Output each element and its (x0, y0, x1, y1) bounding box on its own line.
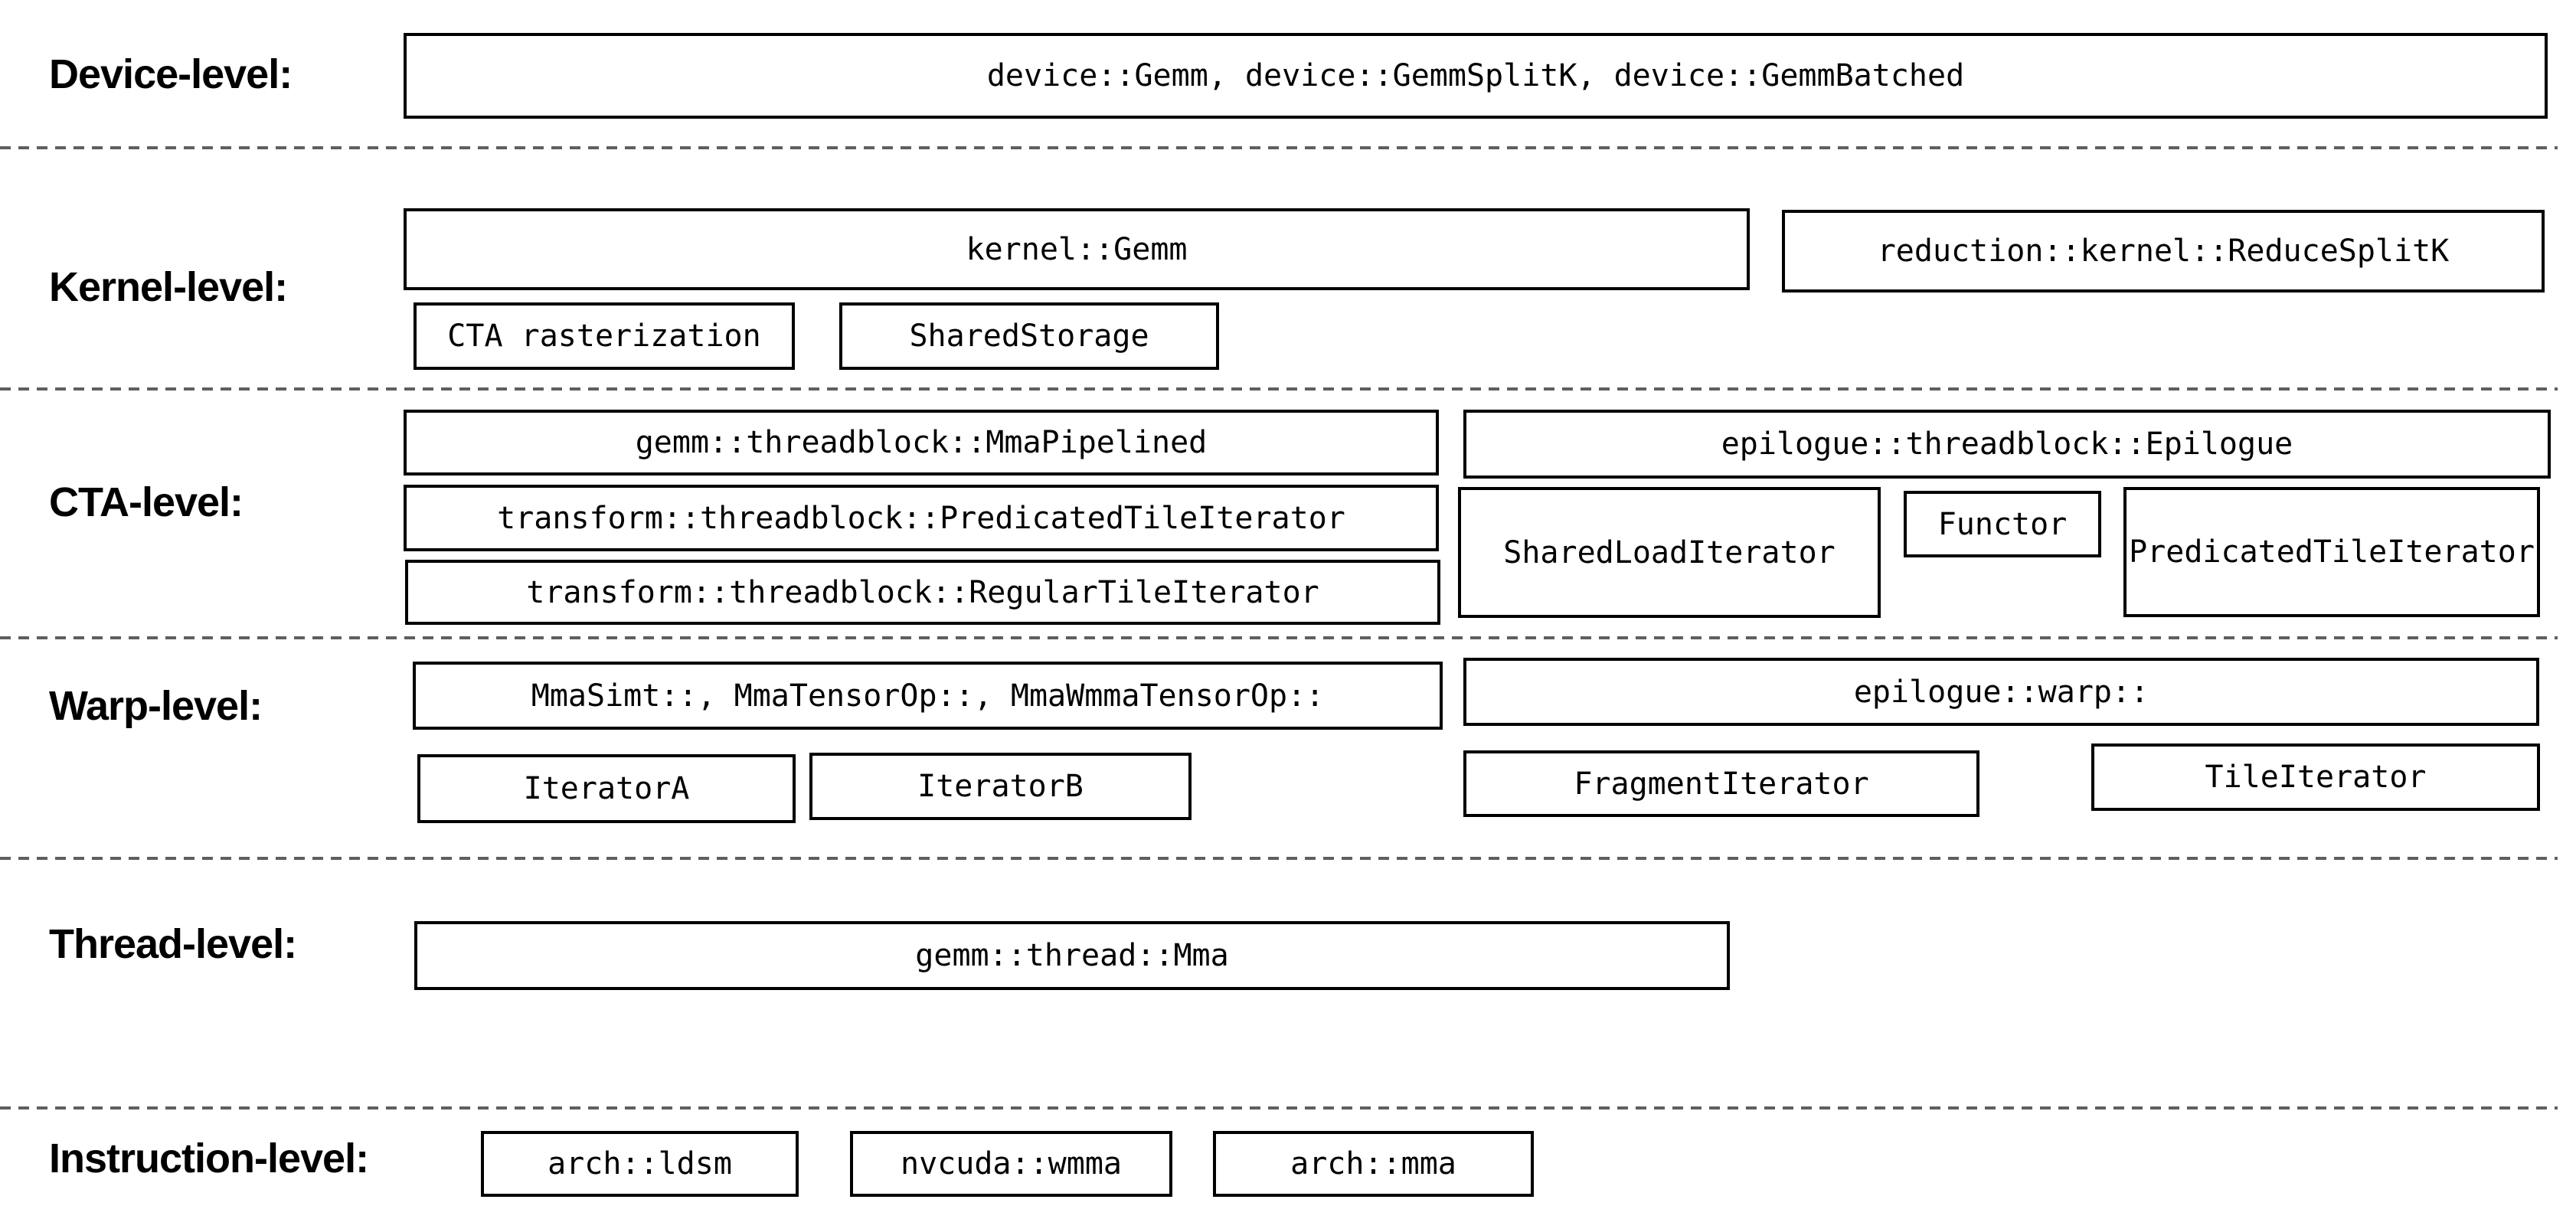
separator-device-kernel (0, 146, 2558, 149)
row-label-thread-level: Thread-level: (49, 921, 297, 967)
box-warp-mma-ops: MmaSimt::, MmaTensorOp::, MmaWmmaTensorO… (413, 662, 1443, 730)
box-epilogue-warp: epilogue::warp:: (1463, 658, 2539, 726)
box-arch-mma: arch::mma (1213, 1131, 1534, 1197)
box-epilogue-predicated-tile-iterator: PredicatedTileIterator (2123, 487, 2540, 617)
box-cta-rasterization: CTA rasterization (414, 302, 795, 370)
box-functor: Functor (1904, 491, 2101, 557)
separator-kernel-cta (0, 387, 2558, 391)
box-nvcuda-wmma: nvcuda::wmma (850, 1131, 1172, 1197)
box-reduction-kernel-reduce-splitk: reduction::kernel::ReduceSplitK (1782, 210, 2545, 292)
row-label-kernel-level: Kernel-level: (49, 264, 288, 310)
box-tile-iterator: TileIterator (2091, 743, 2540, 811)
box-device-gemm-variants: device::Gemm, device::GemmSplitK, device… (404, 33, 2548, 119)
box-shared-storage: SharedStorage (839, 302, 1219, 370)
box-transform-threadblock-predicated-tile-iterator: transform::threadblock::PredicatedTileIt… (404, 485, 1439, 551)
separator-cta-warp (0, 636, 2558, 639)
box-arch-ldsm: arch::ldsm (481, 1131, 799, 1197)
box-fragment-iterator: FragmentIterator (1463, 750, 1979, 817)
box-kernel-gemm: kernel::Gemm (404, 208, 1750, 290)
row-label-instruction-level: Instruction-level: (49, 1136, 369, 1181)
row-label-device-level: Device-level: (49, 51, 293, 97)
row-label-cta-level: CTA-level: (49, 479, 244, 525)
box-shared-load-iterator: SharedLoadIterator (1458, 487, 1881, 618)
box-gemm-threadblock-mma-pipelined: gemm::threadblock::MmaPipelined (404, 410, 1439, 476)
box-iterator-a: IteratorA (417, 754, 796, 823)
box-epilogue-threadblock-epilogue: epilogue::threadblock::Epilogue (1463, 410, 2551, 479)
separator-thread-instruction (0, 1106, 2558, 1110)
box-transform-threadblock-regular-tile-iterator: transform::threadblock::RegularTileItera… (405, 560, 1440, 625)
box-iterator-b: IteratorB (809, 753, 1192, 820)
separator-warp-thread (0, 857, 2558, 860)
box-gemm-thread-mma: gemm::thread::Mma (414, 921, 1730, 990)
row-label-warp-level: Warp-level: (49, 683, 263, 729)
